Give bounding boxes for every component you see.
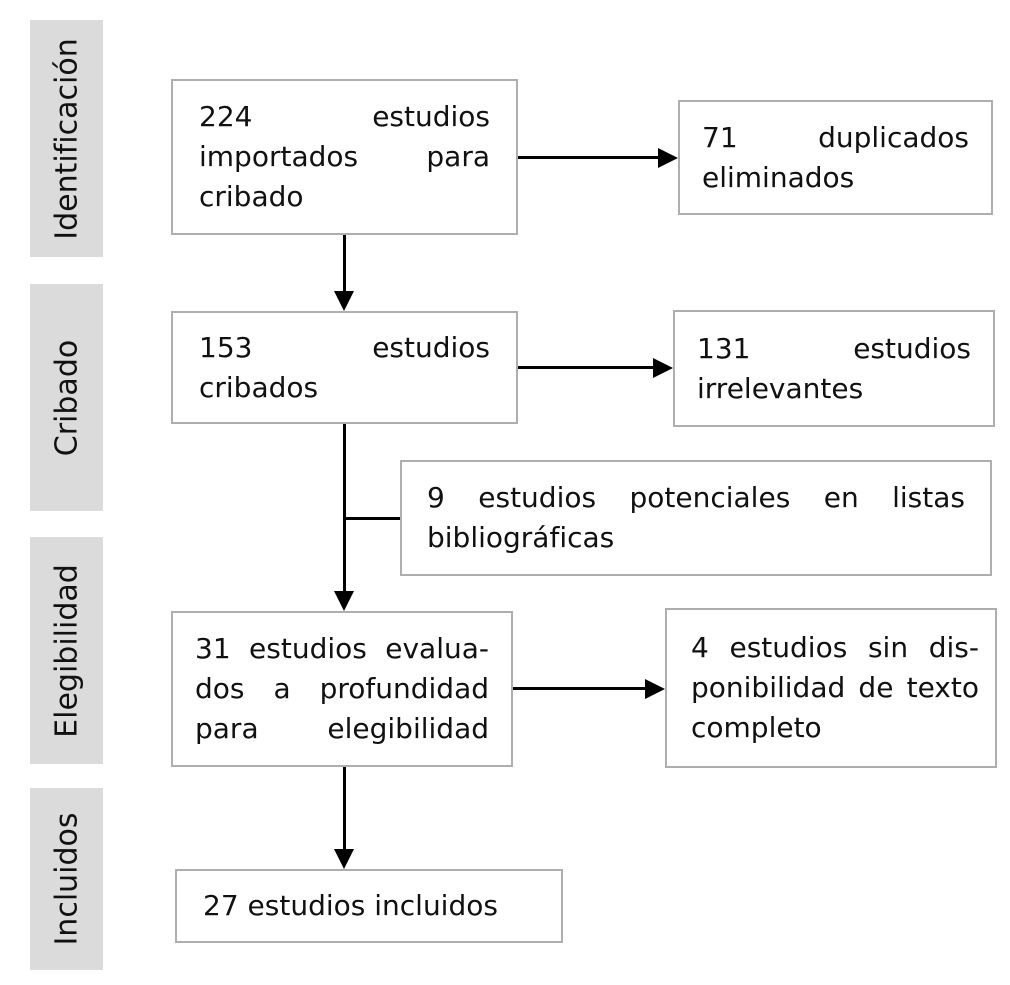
- box-text-line: 9 estudios potenciales en listas: [427, 481, 965, 514]
- arrowhead-right-icon: [645, 679, 665, 699]
- box-text-line: cribado: [199, 180, 304, 213]
- arrowhead-down-icon: [334, 591, 354, 611]
- connector-line-reference-lists: [343, 517, 400, 520]
- box-text-line: 153 estudios: [199, 330, 490, 364]
- box-text-line: para elegibilidad: [195, 712, 489, 745]
- box-assessed-for-eligibility: 31 estudios evalua-dos a profundidad para…: [171, 611, 513, 767]
- box-text-line: dos a profundidad: [195, 672, 489, 705]
- stage-label-incluidos: Incluidos: [49, 812, 84, 946]
- box-screened-studies: 153 estudios cribados: [171, 311, 518, 424]
- arrowhead-right-icon: [653, 358, 673, 378]
- box-text-line: cribados: [199, 370, 319, 404]
- box-included-studies: 27 estudios incluidos: [175, 869, 563, 943]
- stage-bar-identificacion: Identificación: [30, 20, 103, 257]
- arrow-line-imported-to-duplicates: [518, 156, 658, 159]
- box-text-line: bibliográficas: [427, 521, 615, 554]
- box-text-line: 71 duplicados: [702, 120, 969, 154]
- box-potential-from-reference-lists: 9 estudios potenciales en listas bibliogr…: [400, 460, 992, 576]
- arrowhead-right-icon: [658, 148, 678, 168]
- arrow-line-imported-to-screened: [343, 235, 346, 292]
- arrow-line-screened-to-irrelevant: [518, 366, 653, 369]
- arrowhead-down-icon: [334, 849, 354, 869]
- box-duplicates-removed: 71 duplicados eliminados: [678, 100, 993, 215]
- box-no-fulltext-available: 4 estudios sin dis-ponibilidad de texto c…: [665, 608, 997, 768]
- box-text-line: ponibilidad de texto: [691, 671, 979, 704]
- stage-bar-incluidos: Incluidos: [30, 788, 103, 970]
- stage-bar-elegibilidad: Elegibilidad: [30, 537, 103, 764]
- arrow-line-screened-to-assessed: [343, 424, 346, 591]
- box-text-line: 131 estudios: [697, 331, 971, 365]
- box-irrelevant-studies: 131 estudios irrelevantes: [673, 310, 995, 427]
- box-imported-studies: 224 estudios importados para cribado: [171, 79, 518, 235]
- stage-label-identificacion: Identificación: [49, 37, 84, 240]
- arrow-line-assessed-to-no-fulltext: [513, 687, 645, 690]
- box-text-line: 4 estudios sin dis-: [691, 631, 979, 664]
- box-text-line: 224 estudios: [199, 100, 490, 133]
- stage-bar-cribado: Cribado: [30, 284, 103, 511]
- box-text-line: 31 estudios evalua-: [195, 632, 489, 665]
- box-text-line: 27 estudios incluidos: [203, 889, 498, 922]
- box-text-line: eliminados: [702, 160, 855, 194]
- box-text-line: completo: [691, 711, 822, 744]
- stage-label-cribado: Cribado: [49, 339, 84, 456]
- arrowhead-down-icon: [334, 291, 354, 311]
- box-text-line: irrelevantes: [697, 371, 864, 405]
- arrow-line-assessed-to-included: [343, 767, 346, 849]
- stage-label-elegibilidad: Elegibilidad: [49, 563, 84, 738]
- box-text-line: importados para: [199, 140, 490, 173]
